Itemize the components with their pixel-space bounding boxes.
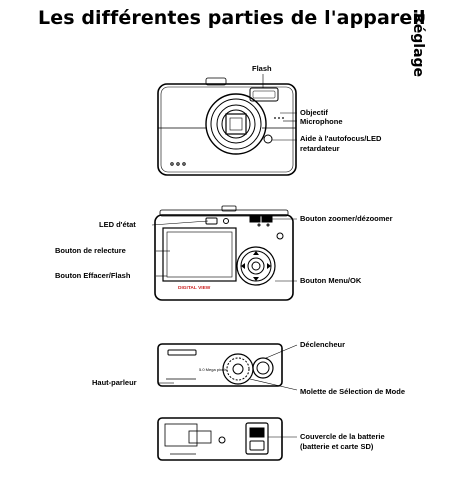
- page-title: Les différentes parties de l'appareil: [38, 7, 426, 29]
- flash-window: [249, 87, 279, 102]
- label-status-led: LED d'état: [99, 220, 136, 229]
- label-shutter: Déclencheur: [300, 340, 346, 349]
- label-af-assist: Aide à l'autofocus/LED retardateur: [300, 134, 382, 153]
- label-lens: Objectif: [300, 108, 328, 117]
- nav-pad: [236, 246, 276, 286]
- lcd-screen: [162, 227, 237, 282]
- camera-top-view: [157, 343, 283, 387]
- label-battery-cover: Couvercle de la batterie (batterie et ca…: [300, 432, 385, 451]
- front-dots: [170, 162, 186, 166]
- label-mode-dial: Molette de Sélection de Mode: [300, 387, 406, 396]
- camera-bottom-view: [157, 417, 283, 461]
- label-microphone: Microphone: [300, 117, 343, 126]
- camera-front-view: [157, 77, 297, 176]
- label-playback-button: Bouton de relecture: [55, 246, 126, 255]
- label-menu-ok-button: Bouton Menu/OK: [300, 276, 362, 285]
- camera-back-view: [154, 205, 294, 301]
- af-assist-led: [263, 134, 273, 144]
- label-delete-flash-button: Bouton Effacer/Flash: [55, 271, 131, 280]
- label-flash: Flash: [252, 64, 272, 73]
- battery-cover: [245, 422, 269, 455]
- megapixel-text: 5.0 Mega pixels: [199, 367, 227, 372]
- label-speaker: Haut-parleur: [92, 378, 137, 387]
- screen-brand-text: DIGITAL VIEW: [178, 285, 211, 291]
- mode-dial: [222, 353, 254, 385]
- label-zoom-button: Bouton zoomer/dézoomer: [300, 214, 393, 223]
- shutter-button: [252, 357, 274, 379]
- lens: [205, 93, 267, 155]
- microphone-holes: [274, 117, 284, 119]
